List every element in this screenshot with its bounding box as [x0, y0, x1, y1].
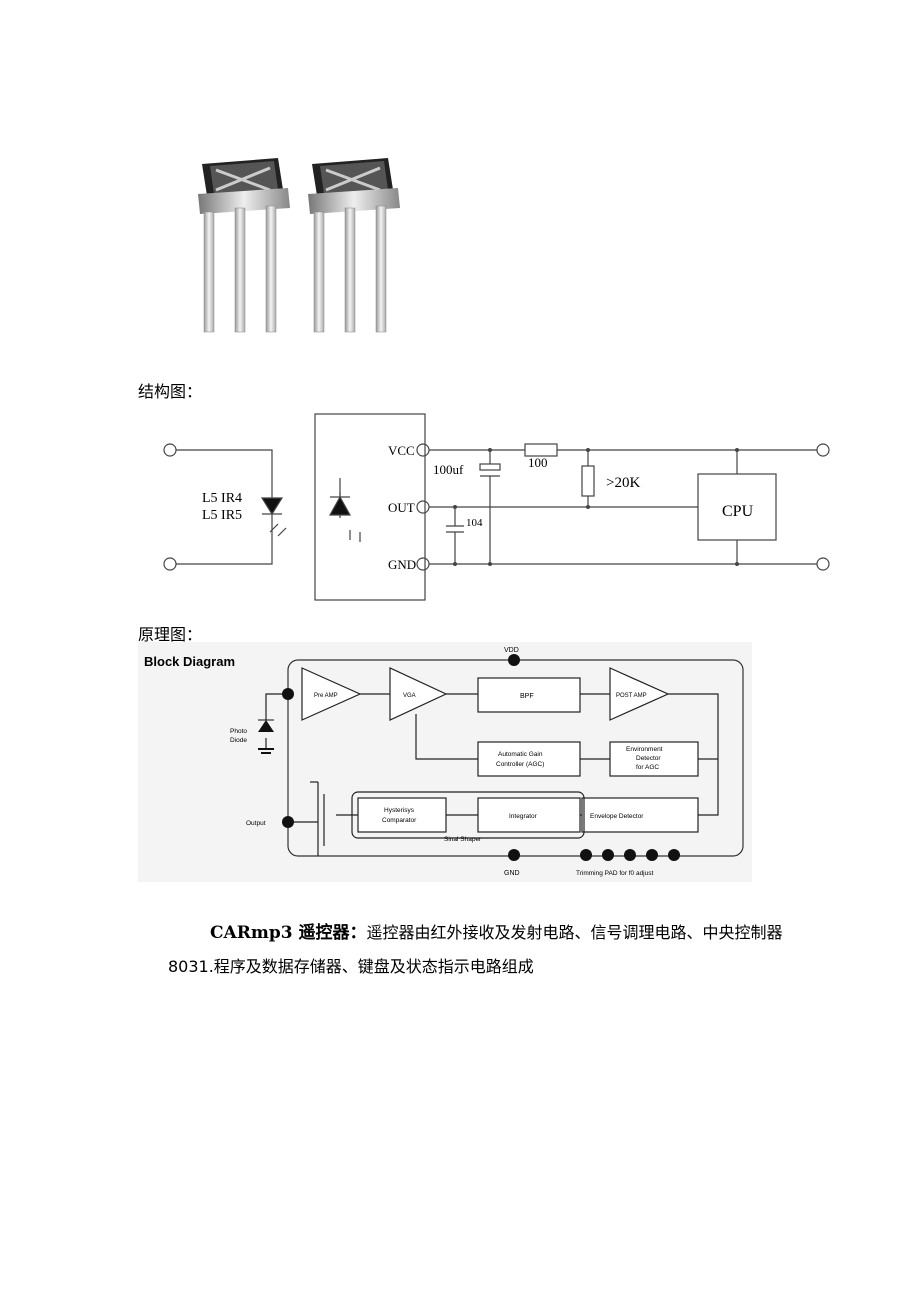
- carmp3-paragraph: CARmp3 遥控器：遥控器由红外接收及发射电路、信号调理电路、中央控制器 80…: [168, 916, 788, 984]
- label-l5-ir5: L5 IR5: [202, 508, 242, 523]
- agc-label-1: Automatic Gain: [498, 751, 543, 758]
- cpu-label: CPU: [722, 503, 754, 520]
- signal-shaper-label: Sinal Shaper: [444, 836, 482, 843]
- structure-section-title: 结构图：: [138, 382, 203, 401]
- vdd-label: VDD: [504, 647, 519, 654]
- resistor-20k-label: >20K: [606, 475, 640, 491]
- ir-receiver-left: [198, 158, 290, 333]
- pin-gnd-label: GND: [388, 557, 416, 572]
- bpf-label: BPF: [520, 693, 534, 700]
- carmp3-paragraph-body: 遥控器由红外接收及发射电路、信号调理电路、中央控制器 8031.程序及数据存储器…: [168, 923, 783, 976]
- pre-amp-label: Pre AMP: [314, 693, 338, 699]
- label-l5-ir4: L5 IR4: [202, 491, 242, 506]
- resistor-100-label: 100: [528, 455, 548, 470]
- envelope-detector-label: Envelope Detector: [590, 813, 644, 820]
- ir-receiver-photo: [198, 158, 400, 333]
- block-diagram-title: Block Diagram: [144, 654, 235, 669]
- circuit-diagram: L5 IR4 L5 IR5 VCC OUT GND 100uf 104 100 …: [163, 413, 830, 601]
- integrator-label: Integrator: [509, 813, 538, 820]
- cap-100uf-label: 100uf: [433, 462, 464, 477]
- pin-vcc-label: VCC: [388, 443, 415, 458]
- env-det-label-3: for AGC: [636, 764, 659, 771]
- cap-104-label: 104: [466, 517, 483, 529]
- block-diagram: Block Diagram: [138, 642, 752, 882]
- photo-diode-label-2: Diode: [230, 737, 247, 744]
- principle-section-title: 原理图：: [138, 625, 203, 644]
- gnd-label: GND: [504, 870, 520, 877]
- post-amp-label: POST AMP: [616, 693, 647, 699]
- carmp3-paragraph-lead: CARmp3 遥控器：: [210, 923, 367, 943]
- env-det-label-1: Environment: [626, 746, 663, 753]
- hysteresis-label-1: Hysterisys: [384, 807, 415, 814]
- pin-out-label: OUT: [388, 500, 415, 515]
- hysteresis-label-2: Comparator: [382, 817, 417, 824]
- vga-label: VGA: [403, 693, 416, 699]
- trimming-pad-label: Trimming PAD for f0 adjust: [576, 870, 653, 877]
- photo-diode-label-1: Photo: [230, 728, 247, 735]
- env-det-label-2: Detector: [636, 755, 661, 762]
- agc-label-2: Controller (AGC): [496, 761, 544, 768]
- output-label: Output: [246, 820, 266, 827]
- ir-receiver-right: [308, 158, 400, 333]
